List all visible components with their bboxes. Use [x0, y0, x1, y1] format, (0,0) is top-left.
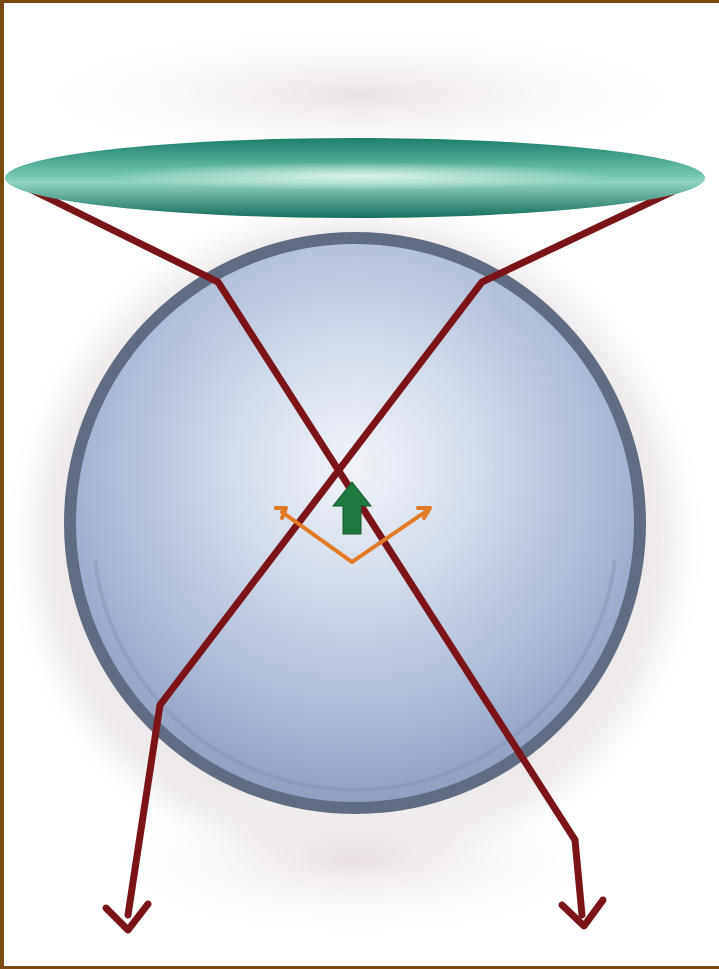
lens-highlight	[110, 162, 610, 190]
